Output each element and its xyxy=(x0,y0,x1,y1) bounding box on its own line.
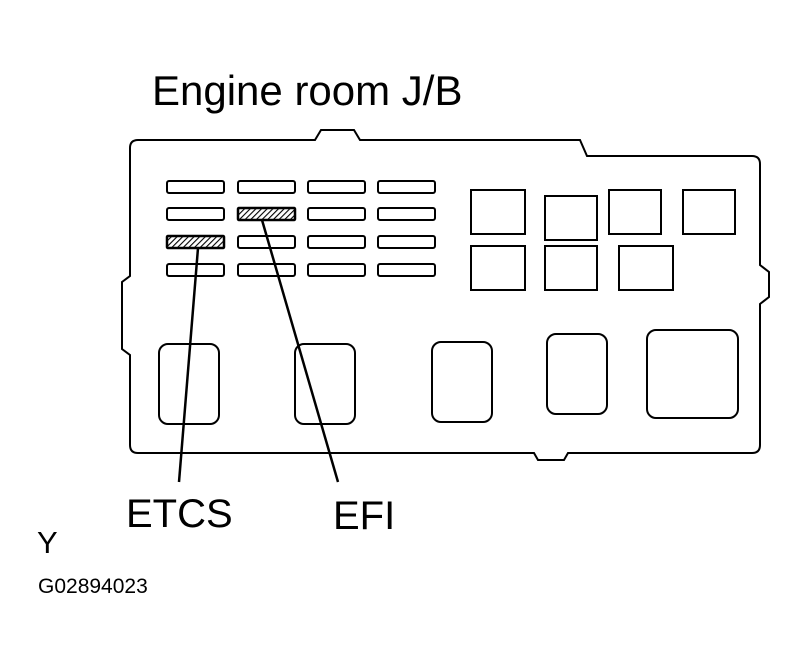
relay xyxy=(544,245,598,291)
fuse-slot xyxy=(166,180,225,194)
relay xyxy=(682,189,736,235)
fuse-slot xyxy=(377,235,436,249)
relay xyxy=(470,245,526,291)
fuse-slot xyxy=(237,263,296,277)
efi-fuse xyxy=(236,206,297,222)
fuse-slot xyxy=(166,207,225,221)
relay xyxy=(618,245,674,291)
relay xyxy=(544,195,598,241)
large-socket xyxy=(546,333,608,415)
fuse-grid xyxy=(165,180,436,277)
efi-leader-line xyxy=(260,219,340,483)
large-socket xyxy=(646,329,739,419)
large-socket-group xyxy=(158,329,739,425)
fuse-slot xyxy=(377,263,436,277)
efi-label: EFI xyxy=(333,494,396,538)
relay-group xyxy=(470,189,736,291)
large-socket xyxy=(294,343,356,425)
relay xyxy=(608,189,662,235)
diagram-title: Engine room J/B xyxy=(152,67,463,114)
fuse-slot xyxy=(307,180,366,194)
fuse-slot xyxy=(307,235,366,249)
junction-box-outline xyxy=(121,129,770,461)
fuse-slot xyxy=(307,207,366,221)
etcs-leader-line xyxy=(177,247,200,483)
fuse-slot xyxy=(307,263,366,277)
etcs-label: ETCS xyxy=(126,492,233,536)
view-letter: Y xyxy=(37,525,58,560)
large-socket xyxy=(431,341,493,423)
figure-code: G02894023 xyxy=(38,575,148,598)
fuse-slot xyxy=(237,180,296,194)
fuse-slot xyxy=(377,207,436,221)
etcs-fuse xyxy=(165,234,226,250)
fuse-slot xyxy=(377,180,436,194)
relay xyxy=(470,189,526,235)
